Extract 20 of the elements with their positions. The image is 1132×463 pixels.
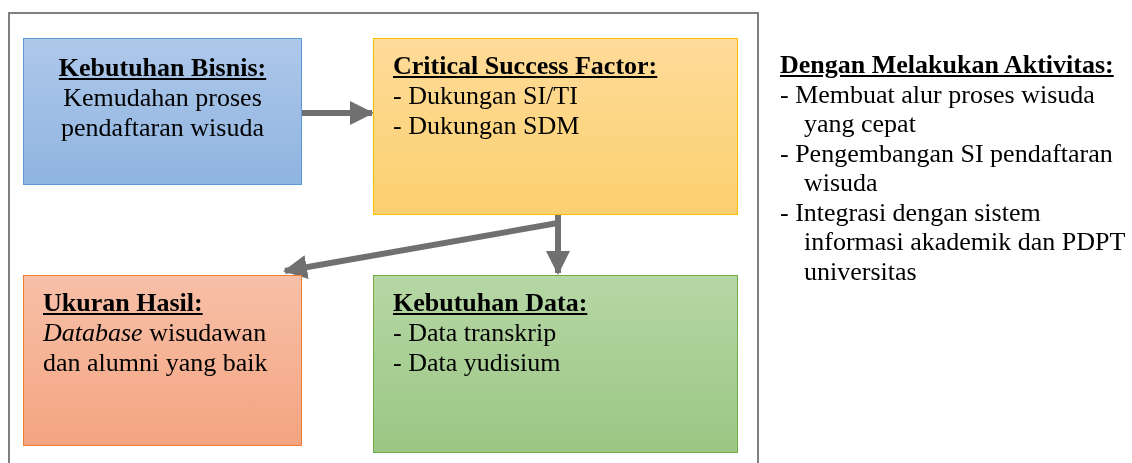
process-box — [373, 275, 738, 453]
frame-box — [8, 12, 759, 463]
box-text: - Data yudisium — [393, 348, 562, 378]
box-text: - Dukungan SDM — [393, 111, 581, 141]
box-heading: Ukuran Hasil: — [43, 288, 204, 318]
box-text: Database wisudawan dan alumni yang baik — [43, 318, 269, 378]
box-text: Kemudahan proses pendaftaran wisuda — [60, 83, 265, 143]
activity-heading: Dengan Melakukan Aktivitas: — [780, 50, 1115, 80]
process-box — [23, 38, 302, 185]
box-heading: Kebutuhan Bisnis: — [57, 53, 268, 83]
activity-item: - Integrasi dengan sistem informasi akademik dan PDPT universitas — [780, 197, 1125, 286]
box-text: - Data transkrip — [393, 318, 558, 348]
box-text: - Dukungan SI/TI — [393, 81, 579, 111]
process-box — [373, 38, 738, 215]
activity-item: - Membuat alur proses wisuda yang cepat — [780, 79, 1096, 139]
activity-item: - Pengembangan SI pendaftaran wisuda — [780, 138, 1114, 198]
box-heading: Kebutuhan Data: — [393, 288, 589, 318]
arrow — [302, 101, 374, 125]
box-heading: Critical Success Factor: — [393, 51, 659, 81]
process-box — [23, 275, 302, 446]
